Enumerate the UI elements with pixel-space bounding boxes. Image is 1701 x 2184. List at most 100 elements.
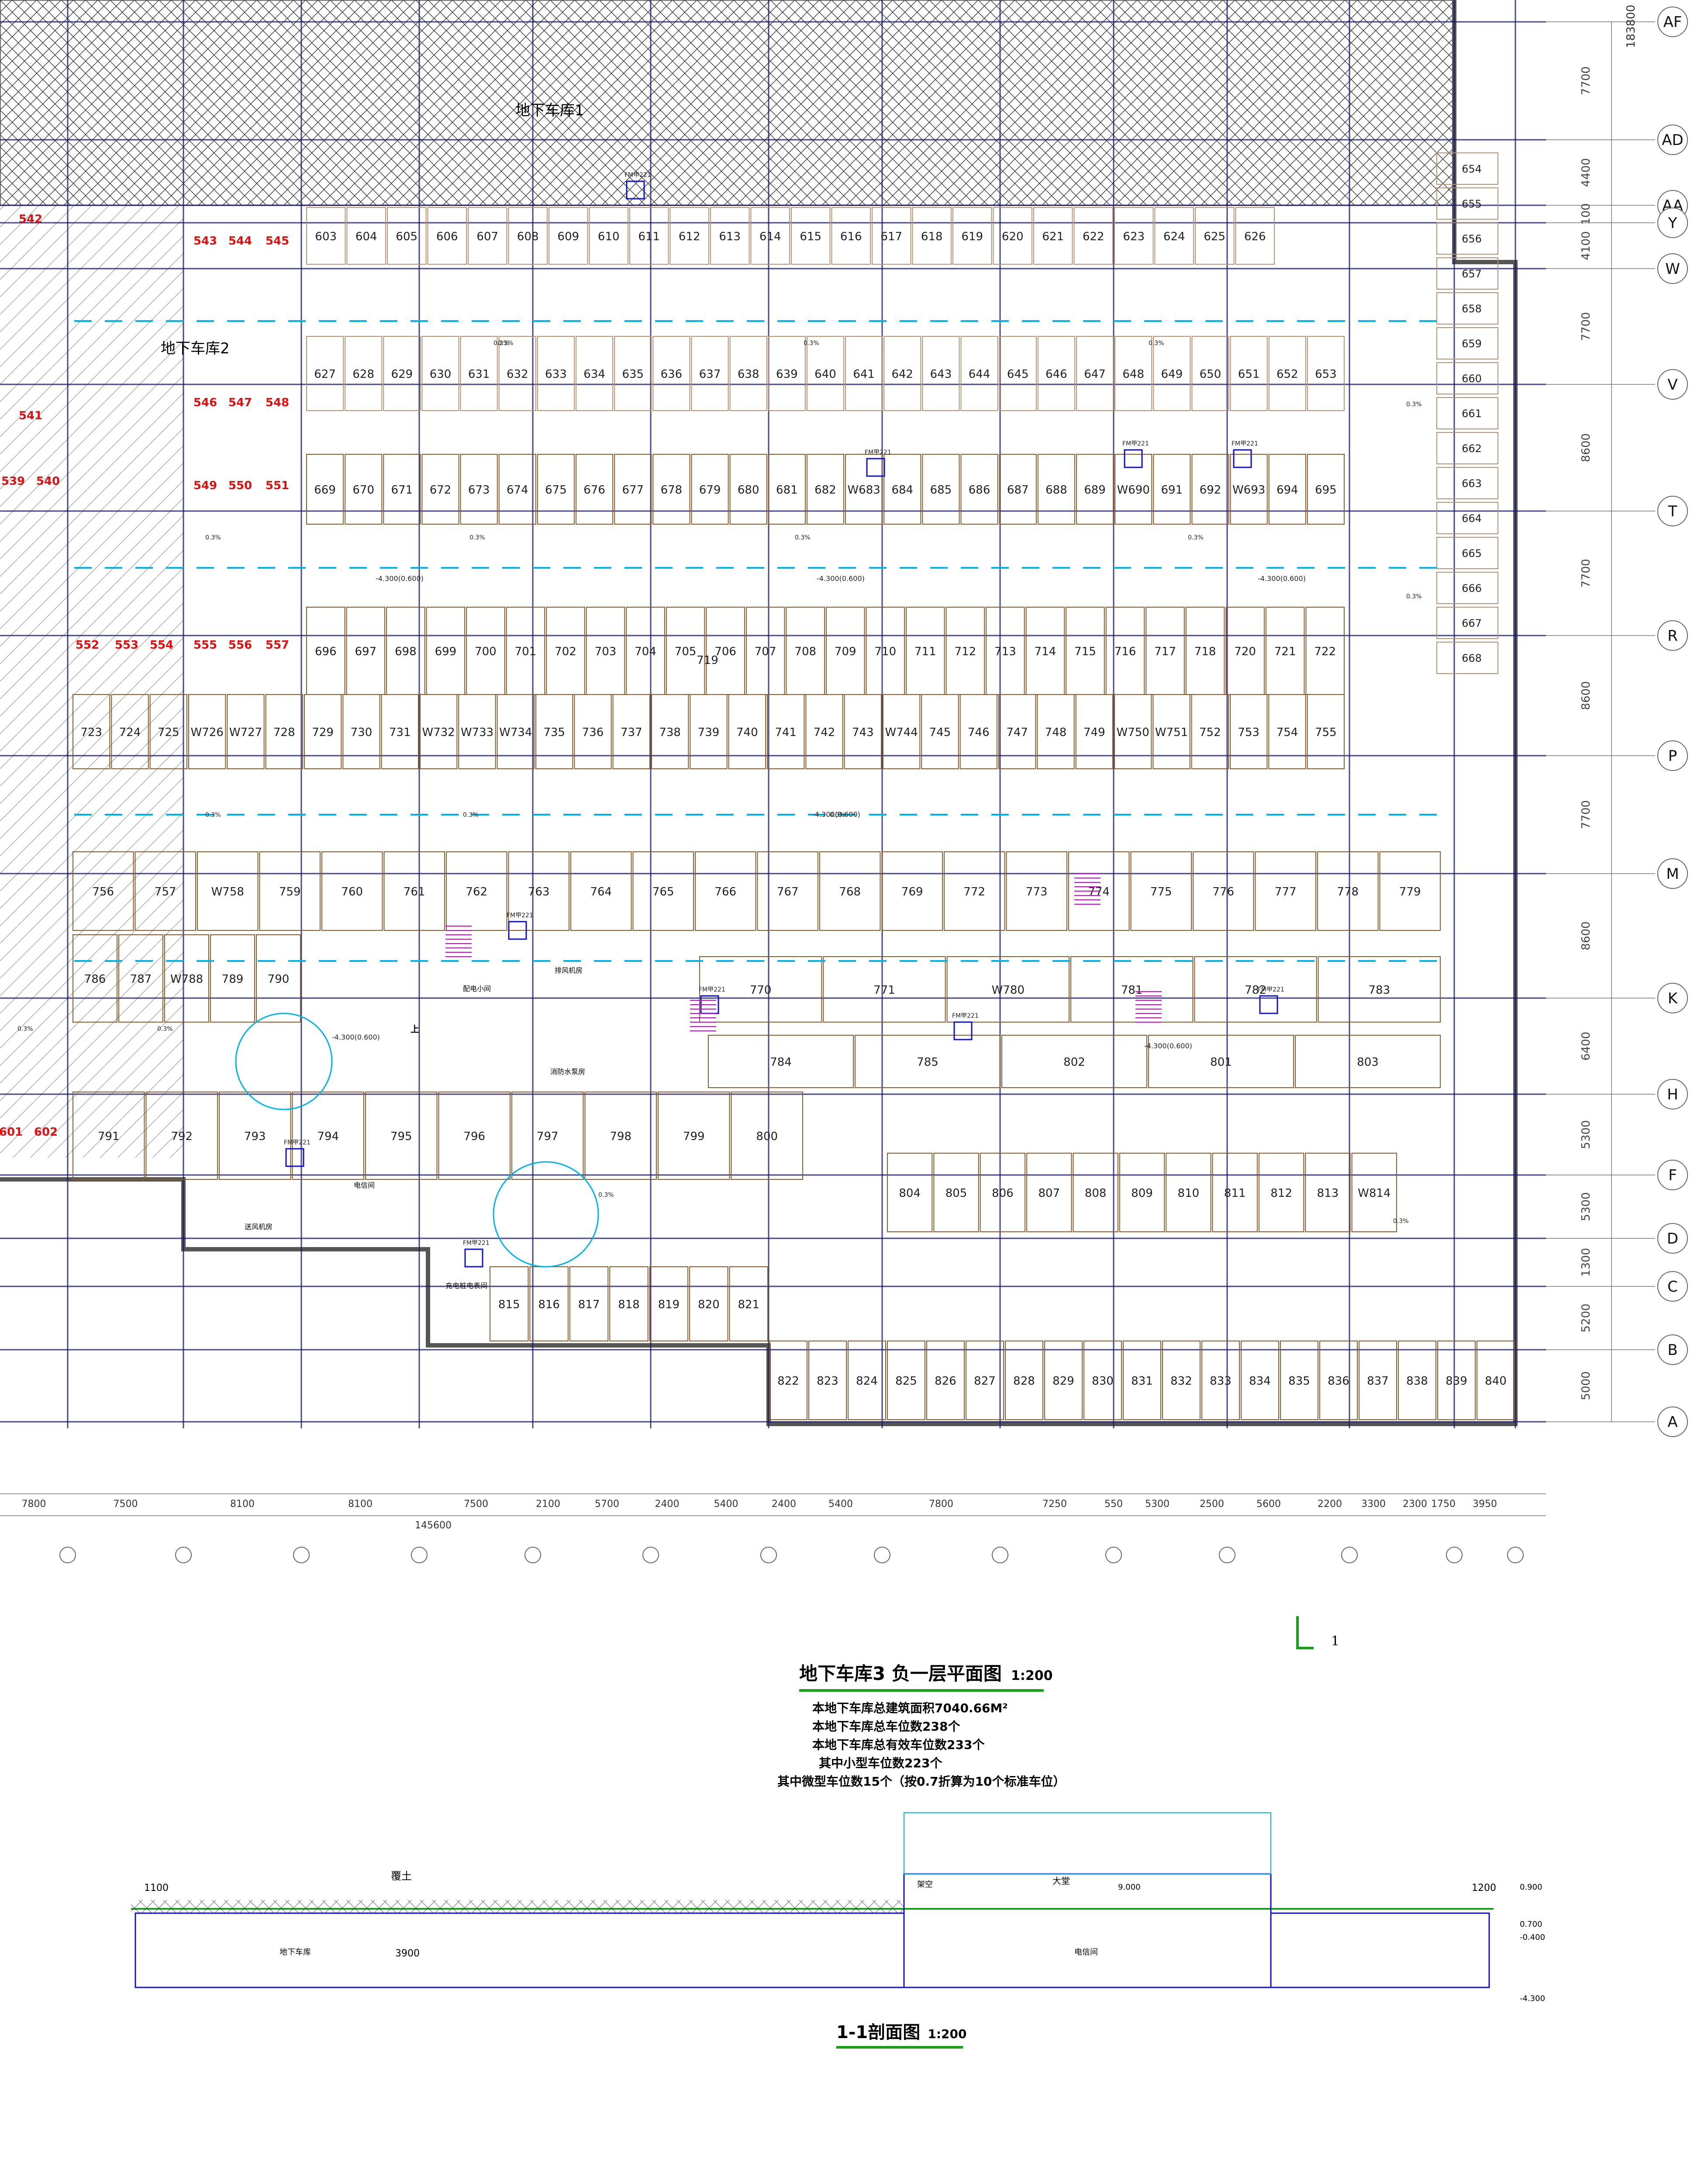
bottom2-stall bbox=[1162, 1341, 1201, 1420]
row3-number: 686 bbox=[969, 484, 990, 497]
level-mark: -4.300(0.600) bbox=[1144, 1042, 1192, 1050]
row3-number: 674 bbox=[507, 484, 528, 497]
bottom2-number: 826 bbox=[935, 1375, 956, 1388]
lower-c-number: 785 bbox=[917, 1056, 938, 1069]
row5-number: 724 bbox=[119, 726, 141, 739]
mid-stall bbox=[695, 851, 756, 931]
bottom2-stall bbox=[1005, 1341, 1043, 1420]
row2-stall bbox=[460, 336, 498, 411]
row3-number: 675 bbox=[545, 484, 567, 497]
lower-d-number: 793 bbox=[244, 1130, 266, 1143]
lower-e-number: 805 bbox=[945, 1187, 967, 1200]
bottom-dim-label: 2400 bbox=[655, 1499, 680, 1510]
right-stall-number: 654 bbox=[1462, 163, 1482, 175]
mid-number: 761 bbox=[404, 885, 425, 898]
grid-dim-label: 7700 bbox=[1580, 312, 1593, 341]
section-level-hall: 9.000 bbox=[1118, 1883, 1141, 1892]
mid-stall bbox=[259, 851, 321, 931]
row5-stall bbox=[342, 694, 380, 769]
row4-number: 711 bbox=[914, 645, 936, 658]
lower-d-stall bbox=[584, 1092, 657, 1180]
row5-number: 741 bbox=[775, 726, 797, 739]
row1-stall bbox=[589, 207, 628, 265]
row5-stall bbox=[1230, 694, 1268, 769]
row1-stall bbox=[872, 207, 911, 265]
red-stall-number: 544 bbox=[228, 235, 252, 248]
section-soil-label: 覆土 bbox=[391, 1870, 412, 1882]
row2-number: 635 bbox=[622, 368, 644, 381]
row3-number: 677 bbox=[622, 484, 644, 497]
grid-axis-label: A bbox=[1667, 1413, 1677, 1431]
red-stall-number: 539 bbox=[1, 475, 25, 488]
mid-stall bbox=[1068, 851, 1130, 931]
row3-stall bbox=[498, 454, 536, 525]
door-tag: FM甲221 bbox=[1122, 440, 1149, 447]
row5-stall bbox=[265, 694, 304, 769]
slope-label: 0.3% bbox=[1149, 340, 1164, 347]
lower-e-stall bbox=[1073, 1153, 1118, 1232]
room-label-up: 上 bbox=[411, 1024, 419, 1034]
section-dim-a: 1100 bbox=[144, 1883, 169, 1894]
row3-stall bbox=[421, 454, 459, 525]
ramp-circle bbox=[493, 1161, 599, 1268]
row2-number: 641 bbox=[853, 368, 875, 381]
row5-stall bbox=[612, 694, 650, 769]
row5-number: 748 bbox=[1045, 726, 1067, 739]
row3-number: 692 bbox=[1200, 484, 1221, 497]
lower-b-number: W780 bbox=[992, 984, 1025, 997]
grid-axis-label: Y bbox=[1668, 214, 1677, 232]
mid-number: 764 bbox=[590, 885, 612, 898]
row5-stall bbox=[805, 694, 843, 769]
lower-b-stall bbox=[699, 956, 822, 1023]
lower-a-number: 787 bbox=[130, 973, 152, 986]
row5-stall bbox=[420, 694, 458, 769]
lower-b-number: 770 bbox=[750, 984, 772, 997]
mid-stall bbox=[944, 851, 1005, 931]
lower-d-stall bbox=[731, 1092, 803, 1180]
row5-number: 742 bbox=[814, 726, 835, 739]
section-marker: 1 bbox=[1296, 1616, 1339, 1649]
row4-number: 713 bbox=[994, 645, 1016, 658]
row3-stall bbox=[1307, 454, 1345, 525]
grid-axis-label: V bbox=[1667, 376, 1677, 394]
grid-axis-label: D bbox=[1667, 1230, 1678, 1248]
row5-stall bbox=[381, 694, 419, 769]
row2-number: 650 bbox=[1200, 368, 1221, 381]
lower-c-number: 803 bbox=[1357, 1056, 1379, 1069]
door-tag: FM甲221 bbox=[1258, 986, 1284, 993]
door-tag: FM甲221 bbox=[284, 1139, 311, 1146]
row2-number: 640 bbox=[814, 368, 836, 381]
slope-label: 0.3% bbox=[463, 812, 479, 819]
plan-title: 地下车库3 负一层平面图 bbox=[799, 1663, 1002, 1684]
grid-col-bubble bbox=[59, 1547, 76, 1563]
bottom2-number: 832 bbox=[1170, 1375, 1192, 1388]
row3-stall bbox=[1114, 454, 1152, 525]
lower-d-stall bbox=[365, 1092, 438, 1180]
row3-number: 682 bbox=[814, 484, 836, 497]
row5-stall bbox=[1268, 694, 1306, 769]
room-label-elec: 电信间 bbox=[354, 1181, 375, 1189]
lower-d-number: 798 bbox=[610, 1130, 631, 1143]
row3-number: 691 bbox=[1161, 484, 1183, 497]
row1-number: 609 bbox=[557, 230, 579, 243]
plan-scale: 1:200 bbox=[1011, 1668, 1053, 1683]
red-stall-number: 551 bbox=[266, 479, 289, 492]
door-symbol bbox=[953, 1021, 973, 1040]
row1-stall bbox=[1073, 207, 1113, 265]
grid-axis-bubble bbox=[1657, 207, 1688, 238]
row4-number: 705 bbox=[675, 645, 697, 658]
row2-number: 638 bbox=[738, 368, 759, 381]
row5-stall bbox=[1075, 694, 1114, 769]
row5-number: 735 bbox=[543, 726, 565, 739]
row4-number: 715 bbox=[1074, 645, 1096, 658]
row1-number: 605 bbox=[396, 230, 417, 243]
lower-e-number: 804 bbox=[899, 1187, 921, 1200]
row3-number: 685 bbox=[930, 484, 952, 497]
row2-number: 644 bbox=[969, 368, 990, 381]
row2-number: 628 bbox=[352, 368, 374, 381]
row5-number: W734 bbox=[499, 726, 532, 739]
row4-number: 697 bbox=[355, 645, 376, 658]
row1-number: 612 bbox=[679, 230, 700, 243]
bottom2-stall bbox=[808, 1341, 847, 1420]
